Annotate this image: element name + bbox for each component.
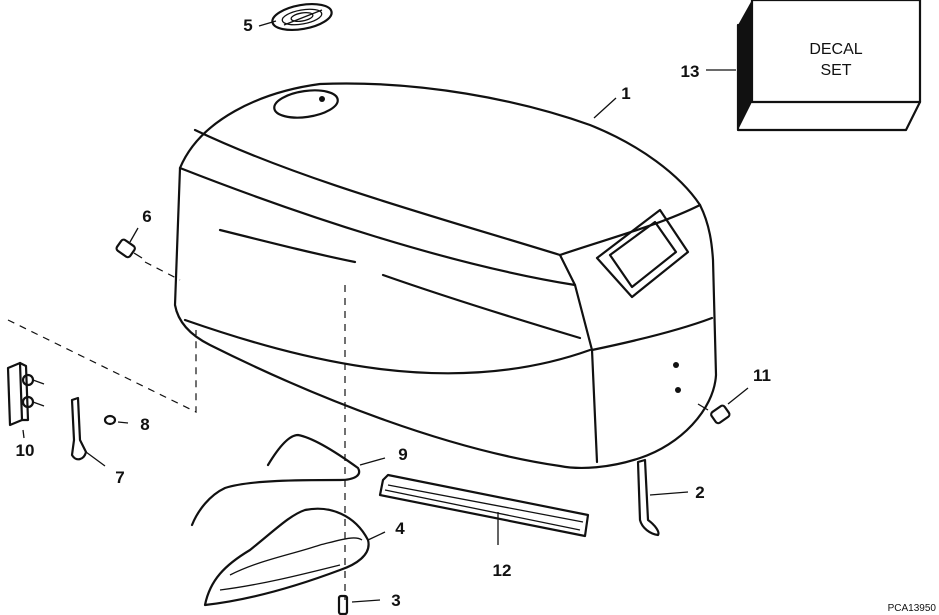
- callout-4: 4: [395, 519, 405, 538]
- callout-12: 12: [493, 561, 512, 580]
- callout-2: 2: [695, 483, 704, 502]
- drawing-code: PCA13950: [888, 603, 937, 614]
- decal-line-2: SET: [820, 62, 851, 79]
- callout-3: 3: [391, 591, 400, 610]
- callout-5: 5: [243, 16, 252, 35]
- callout-11: 11: [753, 366, 771, 385]
- screw-part-6: [115, 238, 181, 281]
- callout-6: 6: [142, 207, 151, 226]
- callouts: 1 2 3 4 5 6 7 8 9 10 11 12 13: [16, 16, 771, 610]
- decal-set-part-13: DECAL SET: [736, 0, 922, 132]
- screw-part-3: [337, 594, 381, 615]
- motor-cover-part-1: [173, 82, 718, 470]
- callout-13: 13: [681, 62, 700, 81]
- screw-part-11: [697, 387, 749, 425]
- callout-8: 8: [140, 415, 149, 434]
- leader-lines: [22, 20, 736, 439]
- callout-9: 9: [398, 445, 407, 464]
- callout-1: 1: [621, 84, 630, 103]
- gasket-part-4: [203, 507, 386, 607]
- callout-7: 7: [115, 468, 124, 487]
- washer-part-8: [103, 414, 129, 426]
- bracket-plate-part-10: [6, 361, 45, 427]
- rail-part-12: [378, 473, 590, 545]
- assembly-lines: [7, 285, 346, 600]
- callout-10: 10: [16, 441, 35, 460]
- cap-part-5: [271, 2, 333, 32]
- latch-part-2: [636, 458, 689, 537]
- latch-arm-part-7: [70, 396, 106, 467]
- seal-part-9: [190, 433, 386, 527]
- decal-line-1: DECAL: [809, 41, 862, 58]
